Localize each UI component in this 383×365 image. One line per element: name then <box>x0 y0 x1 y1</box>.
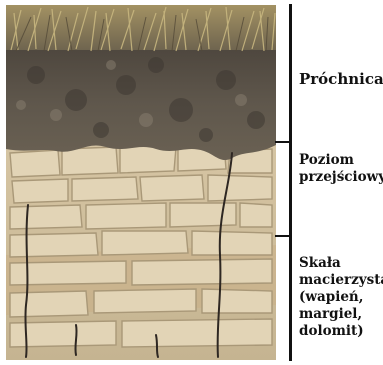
grass-layer <box>6 5 276 50</box>
label-transition: Poziom przejściowy <box>299 152 383 186</box>
humus-layer <box>6 35 276 160</box>
boundary-tick-transition <box>275 235 291 237</box>
soil-profile-photo <box>6 5 276 360</box>
label-humus: Próchnica <box>299 71 383 88</box>
boundary-tick-humus <box>275 141 291 143</box>
label-bedrock: Skała macierzysta (wapień, margiel, dolo… <box>299 255 383 340</box>
scale-line <box>289 4 292 361</box>
